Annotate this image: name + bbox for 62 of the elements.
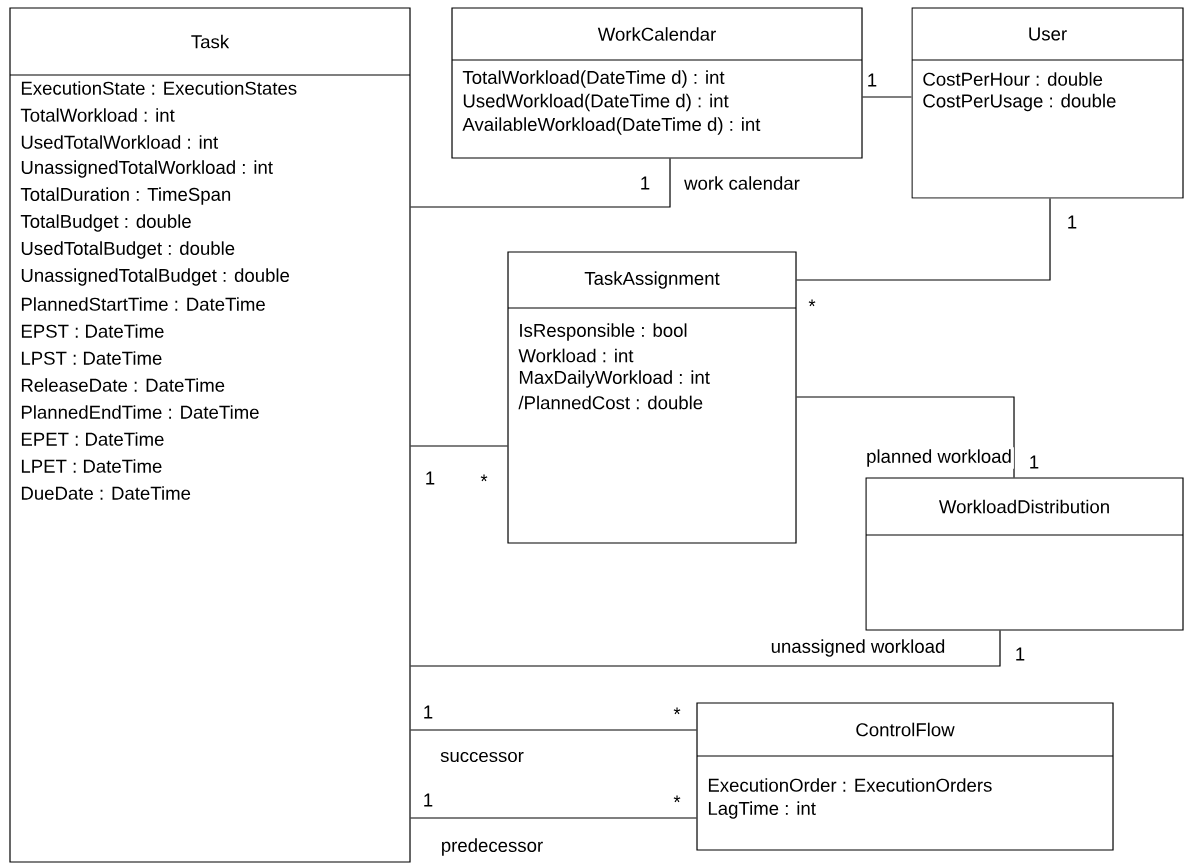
association-line	[410, 817, 697, 819]
class-box	[451, 7, 863, 159]
attribute-text: LagTime : int	[708, 801, 816, 819]
association-line	[410, 729, 697, 731]
attribute-text: UsedWorkload(DateTime d) : int	[463, 93, 729, 112]
attribute-text: TotalBudget : double	[20, 214, 191, 232]
multiplicity-label: 1	[424, 705, 433, 719]
role-label: unassigned workload	[771, 639, 945, 657]
attribute-text: MaxDailyWorkload : int	[519, 370, 710, 388]
multiplicity-label: 1	[424, 793, 433, 807]
association-line	[796, 198, 1051, 281]
multiplicity-label: *	[673, 707, 681, 715]
attribute-text: TotalWorkload : int	[20, 108, 175, 122]
association-line	[862, 96, 912, 98]
multiplicity-label: *	[480, 474, 488, 482]
multiplicity-label: 1	[1068, 215, 1077, 229]
class-name: Task	[191, 34, 230, 49]
class-box	[696, 702, 1114, 851]
class-name: User	[1029, 27, 1067, 41]
attribute-text: PlannedEndTime : DateTime	[21, 405, 259, 419]
attribute-text: /PlannedCost : double	[518, 395, 703, 410]
class-name: TaskAssignment	[584, 271, 720, 289]
role-label: predecessor	[442, 838, 543, 856]
multiplicity-label: 1	[868, 73, 877, 87]
multiplicity-label: 1	[1030, 455, 1039, 469]
attribute-text: PlannedStartTime : DateTime	[21, 297, 265, 311]
attribute-text: ReleaseDate : DateTime	[21, 378, 225, 392]
class-box	[911, 7, 1184, 199]
role-label: work calendar	[684, 176, 800, 190]
role-label: successor	[440, 751, 524, 763]
class-name: ControlFlow	[856, 722, 955, 737]
association-line	[410, 445, 508, 447]
attribute-text: LPET : DateTime	[21, 459, 162, 473]
association-line	[410, 158, 671, 208]
class-box	[9, 7, 411, 863]
multiplicity-label: 1	[641, 176, 650, 190]
attribute-text: TotalDuration : TimeSpan	[20, 187, 231, 205]
multiplicity-label: 1	[1016, 647, 1025, 661]
attribute-text: CostPerHour : double	[923, 72, 1103, 86]
attribute-text: Workload : int	[518, 348, 634, 363]
class-box	[865, 477, 1184, 631]
role-label: planned workload	[867, 449, 1011, 467]
attribute-text: TotalWorkload(DateTime d) : int	[462, 70, 725, 88]
attribute-text: LPST : DateTime	[21, 351, 162, 365]
attribute-text: DueDate : DateTime	[21, 486, 191, 500]
association-line	[410, 630, 1001, 667]
attribute-text: UnassignedTotalBudget : double	[21, 268, 290, 286]
attribute-text: UnassignedTotalWorkload : int	[21, 160, 273, 178]
attribute-text: EPET : DateTime	[21, 432, 164, 446]
attribute-text: IsResponsible : bool	[520, 323, 687, 341]
attribute-text: UsedTotalWorkload : int	[21, 135, 218, 149]
attribute-text: EPST : DateTime	[21, 324, 164, 338]
class-name: WorkloadDistribution	[938, 499, 1109, 514]
attribute-text: CostPerUsage : double	[923, 93, 1116, 112]
class-box	[507, 251, 797, 544]
attribute-text: ExecutionState : ExecutionStates	[21, 81, 297, 95]
attribute-text: UsedTotalBudget : double	[21, 241, 235, 259]
attribute-text: ExecutionOrder : ExecutionOrders	[708, 778, 992, 792]
multiplicity-label: *	[673, 795, 681, 803]
attribute-text: AvailableWorkload(DateTime d) : int	[462, 117, 761, 135]
class-name: WorkCalendar	[597, 27, 716, 41]
association-line	[796, 396, 1015, 478]
